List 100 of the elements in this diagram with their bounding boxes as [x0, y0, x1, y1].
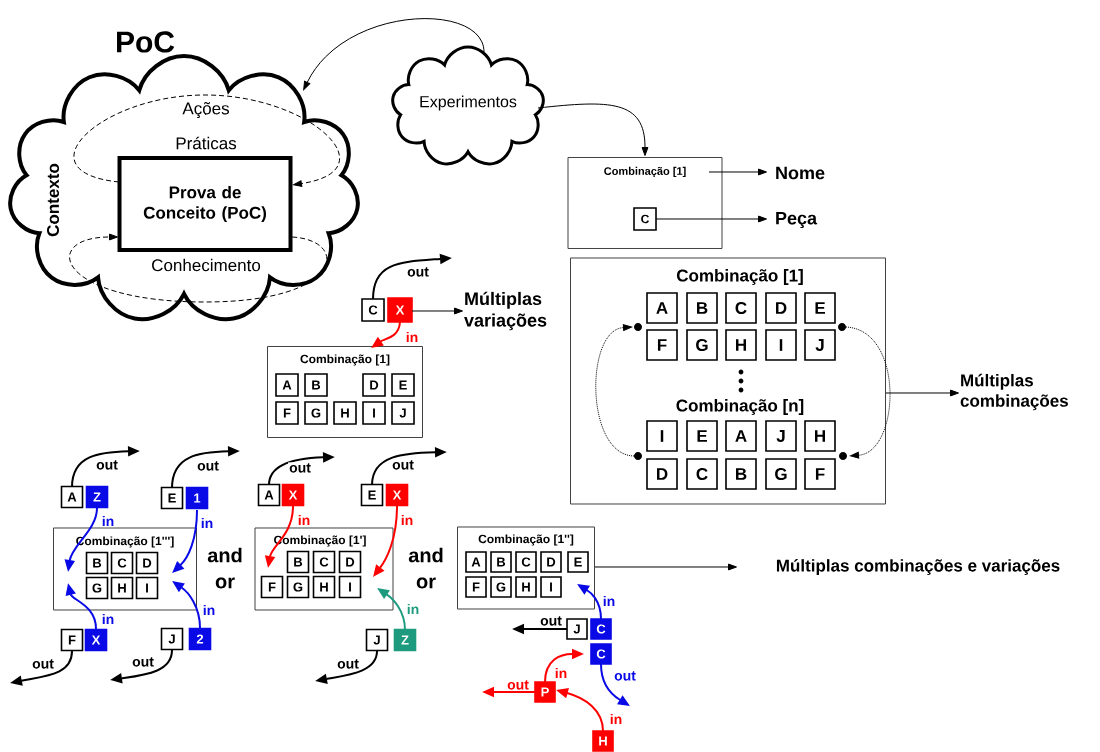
arrow: [172, 509, 198, 573]
letter-tile: G: [304, 401, 328, 425]
arrow: [655, 215, 767, 223]
letter-tile: H: [515, 576, 537, 598]
letter-tile: G: [765, 458, 797, 490]
letter-tile: I: [135, 576, 159, 600]
letter-tile: F: [804, 458, 836, 490]
letter-tile: H: [110, 576, 134, 600]
letter-tile: A: [60, 485, 84, 509]
letter-tile: C: [633, 207, 657, 231]
letter-tile: G: [490, 576, 512, 598]
letter-tile: D: [338, 550, 362, 574]
letter-tile: C: [590, 618, 612, 640]
letter-tile: A: [275, 373, 299, 397]
arrow: [845, 326, 891, 459]
outcome-label: Múltiplas variações: [464, 291, 547, 331]
letter-tile: H: [592, 730, 614, 752]
loop-label: Ações: [182, 102, 229, 118]
operator-label: or: [416, 577, 436, 589]
letter-tile: I: [338, 575, 362, 599]
letter-tile: E: [391, 373, 415, 397]
edge-label: in: [199, 516, 215, 530]
operator-label: and: [207, 547, 242, 563]
letter-tile: I: [362, 401, 386, 425]
edge-label: in: [100, 514, 116, 528]
letter-tile: B: [725, 458, 757, 490]
letter-tile: H: [804, 420, 836, 452]
letter-tile: C: [686, 458, 718, 490]
letter-tile: C: [110, 551, 134, 575]
letter-tile: G: [85, 576, 109, 600]
letter-tile: F: [465, 576, 487, 598]
operator-label: and: [408, 547, 443, 563]
edge-label: in: [405, 602, 421, 616]
loop-arrow: [69, 233, 327, 303]
letter-tile: B: [286, 550, 310, 574]
letter-tile: E: [686, 420, 718, 452]
letter-tile: A: [257, 483, 281, 507]
edge-label: in: [201, 603, 217, 617]
cloud-label: Experimentos: [420, 95, 517, 111]
node-label: Combinação [n]: [676, 399, 804, 415]
letter-tile: E: [360, 483, 384, 507]
letter-tile: C: [361, 298, 385, 322]
letter-tile: Z: [85, 485, 109, 509]
edge-label: out: [613, 670, 637, 682]
letter-tile: F: [646, 329, 678, 361]
letter-tile: 1: [185, 486, 209, 510]
letter-tile: D: [362, 373, 386, 397]
loop-arrow: [73, 94, 340, 187]
letter-tile: B: [85, 551, 109, 575]
edge-label: out: [506, 679, 530, 691]
side-label: Contexto: [47, 163, 60, 237]
edge-label: out: [196, 460, 220, 472]
letter-tile: B: [686, 292, 718, 324]
letter-tile: A: [465, 551, 487, 573]
node-label: Combinação [1]: [676, 269, 803, 285]
letter-tile: F: [60, 628, 84, 652]
arrow: [303, 18, 485, 91]
arrow: [885, 389, 959, 397]
edge-label: out: [406, 266, 430, 278]
letter-tile: D: [765, 292, 797, 324]
edge-label: in: [601, 594, 617, 608]
edge-label: out: [336, 658, 360, 670]
edge-label: out: [391, 459, 415, 471]
edge-label: in: [399, 513, 415, 527]
letter-tile: J: [391, 401, 415, 425]
letter-tile: C: [515, 551, 537, 573]
letter-tile: D: [646, 458, 678, 490]
letter-tile: J: [765, 420, 797, 452]
loop-label: Conhecimento: [152, 258, 261, 272]
letter-tile: C: [725, 292, 757, 324]
letter-tile: A: [725, 420, 757, 452]
letter-tile: H: [312, 575, 336, 599]
edge-label: out: [131, 656, 155, 668]
letter-tile: D: [135, 551, 159, 575]
loop-label: Práticas: [176, 136, 237, 150]
outcome-label: Peça: [776, 211, 818, 229]
letter-tile: C: [312, 550, 336, 574]
letter-tile: E: [804, 292, 836, 324]
edge-label: out: [539, 615, 563, 627]
operator-label: or: [215, 577, 235, 589]
outcome-label: Nome: [776, 166, 825, 180]
letter-tile: A: [646, 292, 678, 324]
arrow: [537, 103, 649, 156]
letter-tile: B: [304, 373, 328, 397]
edge-label: in: [404, 330, 420, 344]
letter-tile: J: [160, 627, 184, 651]
letter-tile: X: [387, 297, 413, 323]
edge-label: in: [553, 666, 569, 680]
letter-tile: H: [333, 401, 357, 425]
edge-label: out: [31, 658, 55, 670]
letter-tile: E: [160, 486, 184, 510]
letter-tile: F: [275, 401, 299, 425]
letter-tile: 2: [188, 627, 212, 651]
arrow: [708, 168, 767, 176]
letter-tile: D: [540, 551, 562, 573]
letter-tile: G: [286, 575, 310, 599]
letter-tile: F: [260, 575, 284, 599]
letter-tile: J: [365, 628, 389, 652]
letter-tile: G: [686, 329, 718, 361]
letter-tile: E: [567, 551, 589, 573]
